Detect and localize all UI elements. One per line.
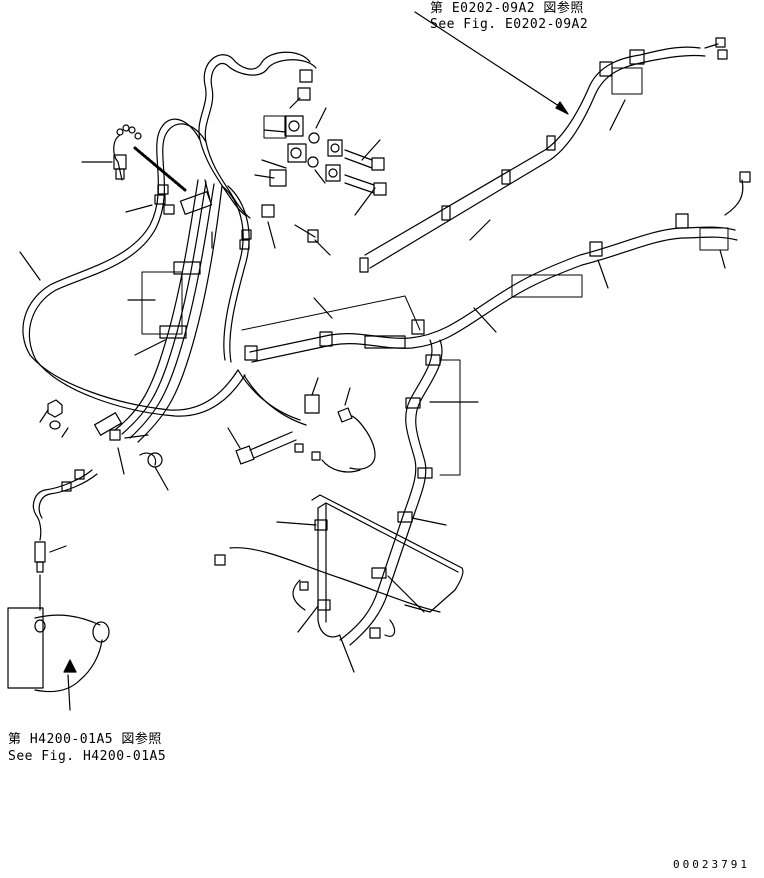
bottom-reference-en: See Fig. H4200-01A5 [8, 749, 167, 764]
main-harness-loop [23, 52, 316, 416]
relay-and-bolt-group [205, 70, 386, 255]
drawing-number: 00023791 [673, 858, 750, 871]
elbow-duct [8, 575, 109, 710]
upper-right-harness [360, 12, 727, 272]
center-harness-bundle [115, 180, 249, 442]
lower-frame [215, 495, 463, 672]
bottom-reference-jp: 第 H4200-01A5 図参照 [8, 732, 162, 747]
top-reference-jp: 第 E0202-09A2 図参照 [430, 1, 584, 16]
top-reference-en: See Fig. E0202-09A2 [430, 17, 589, 32]
middle-right-harness [242, 172, 750, 362]
lower-left-fasteners [33, 400, 168, 572]
left-sensor-group [20, 125, 185, 355]
vertical-hose [340, 340, 478, 645]
middle-sensor-group [228, 370, 375, 472]
